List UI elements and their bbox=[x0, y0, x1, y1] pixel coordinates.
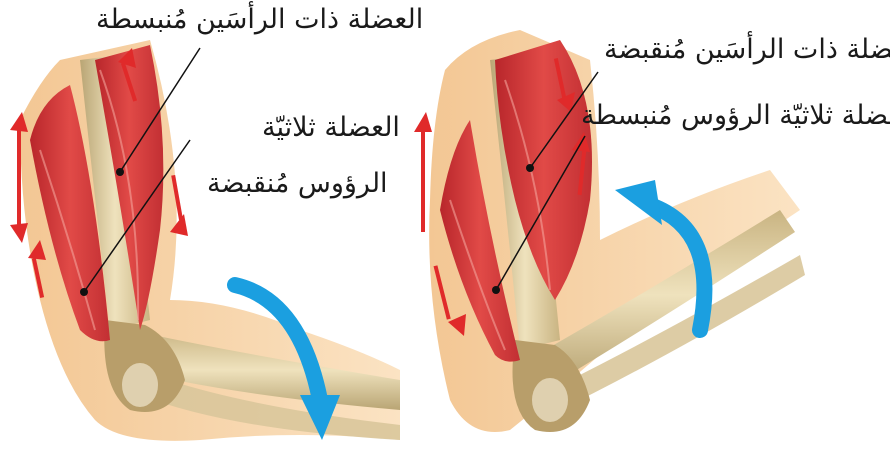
right-triceps-label: العضلة ثلاثيّة الرؤوس مُنبسطة bbox=[581, 100, 890, 131]
right-arm-illustration bbox=[414, 30, 805, 432]
left-triceps-label-line1: العضلة ثلاثيّة bbox=[262, 112, 400, 143]
left-triceps-label-line2: الرؤوس مُنقبضة bbox=[207, 168, 388, 199]
left-arm-illustration bbox=[10, 40, 400, 441]
left-biceps-label: العضلة ذات الرأسَين مُنبسطة bbox=[96, 4, 423, 35]
right-movement-arrowhead bbox=[615, 180, 662, 225]
right-biceps-label: العضلة ذات الرأسَين مُنقبضة bbox=[604, 34, 890, 65]
